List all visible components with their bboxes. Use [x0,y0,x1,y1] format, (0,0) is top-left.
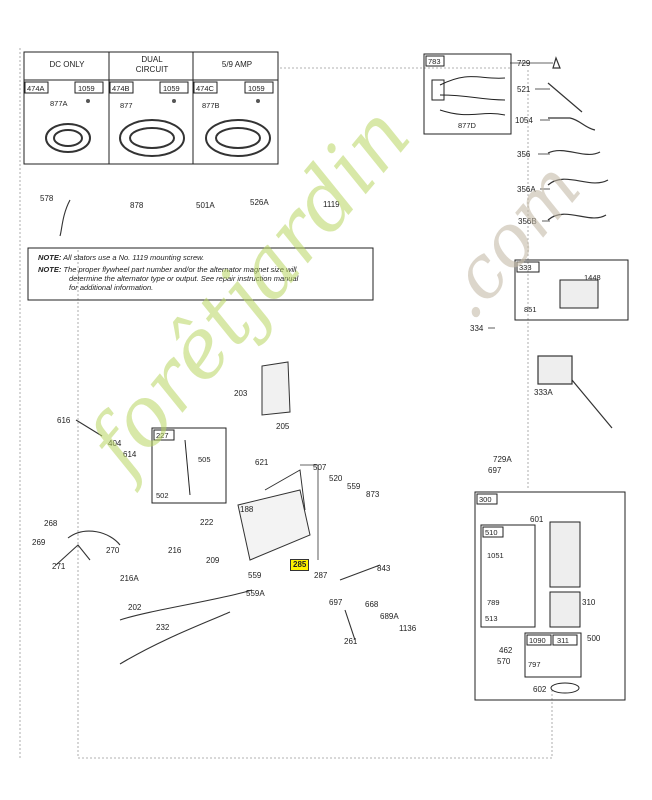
part-474a[interactable]: 474A [27,84,45,93]
note-2-line-1: The proper flywheel part number and/or t… [63,265,297,274]
part-label[interactable]: 333A [534,388,553,397]
box-333-label[interactable]: 333 [519,263,532,272]
highlighted-part-285[interactable]: 285 [290,559,310,571]
box-311-label[interactable]: 311 [557,636,569,645]
part-502[interactable]: 502 [156,491,169,500]
part-label[interactable]: 1119 [323,200,340,209]
part-label[interactable]: 203 [234,389,248,398]
part-label[interactable]: 500 [587,634,601,643]
box-1090-label[interactable]: 1090 [529,636,546,645]
part-label[interactable]: 559A [246,589,265,598]
part-474c[interactable]: 474C [196,84,214,93]
part-label[interactable]: 334 [470,324,484,333]
part-label[interactable]: 501A [196,201,215,210]
part-label[interactable]: 668 [365,600,379,609]
part-877[interactable]: 877 [120,101,133,110]
box-510-label[interactable]: 510 [485,528,498,537]
part-label[interactable]: 621 [255,458,269,467]
part-1448[interactable]: 1448 [584,273,601,282]
part-label[interactable]: 261 [344,637,358,646]
part-789[interactable]: 789 [487,598,500,607]
note-2: NOTE: The proper flywheel part number an… [38,265,298,292]
part-label[interactable]: 270 [106,546,120,555]
part-1059-b[interactable]: 1059 [163,84,180,93]
part-label[interactable]: 559 [347,482,361,491]
part-label[interactable]: 507 [313,463,327,472]
part-label[interactable]: 222 [200,518,214,527]
part-474b[interactable]: 474B [112,84,130,93]
part-877d[interactable]: 877D [458,121,476,130]
part-label[interactable]: 843 [377,564,391,573]
part-877a[interactable]: 877A [50,99,68,108]
part-label[interactable]: 559 [248,571,262,580]
part-label[interactable]: 462 [499,646,513,655]
part-label[interactable]: 356B [518,217,537,226]
part-label[interactable]: 287 [314,571,328,580]
part-label[interactable]: 232 [156,623,170,632]
part-label[interactable]: 873 [366,490,380,499]
part-797[interactable]: 797 [528,660,541,669]
part-label[interactable]: 697 [329,598,343,607]
part-1059-a[interactable]: 1059 [78,84,95,93]
col-header-dc-only: DC ONLY [49,60,85,69]
part-label[interactable]: 205 [276,422,290,431]
part-label[interactable]: 356 [517,150,531,159]
part-label[interactable]: 216 [168,546,182,555]
note-1: NOTE: All stators use a No. 1119 mountin… [38,253,204,262]
col-header-dual-circuit: DUAL CIRCUIT [135,55,169,74]
note-2-label: NOTE: [38,265,62,274]
note-2-line-2: determine the alternator type or output.… [69,274,299,283]
part-label[interactable]: 616 [57,416,71,425]
part-label[interactable]: 601 [530,515,544,524]
part-label[interactable]: 729 [517,59,531,68]
part-1059-c[interactable]: 1059 [248,84,265,93]
part-label[interactable]: 268 [44,519,58,528]
part-label[interactable]: 269 [32,538,46,547]
part-label[interactable]: 404 [108,439,122,448]
box-783-label[interactable]: 783 [428,57,441,66]
part-label[interactable]: 526A [250,198,269,207]
part-label[interactable]: 202 [128,603,142,612]
part-513[interactable]: 513 [485,614,498,623]
part-label[interactable]: 188 [240,505,254,514]
box-227-label[interactable]: 227 [156,431,169,440]
part-label[interactable]: 689A [380,612,399,621]
part-505[interactable]: 505 [198,455,211,464]
part-label[interactable]: 216A [120,574,139,583]
part-label[interactable]: 520 [329,474,343,483]
part-851[interactable]: 851 [524,305,537,314]
part-label[interactable]: 578 [40,194,54,203]
part-label[interactable]: 209 [206,556,220,565]
col-header-5-9-amp: 5/9 AMP [221,60,253,69]
part-label[interactable]: 521 [517,85,531,94]
part-1051[interactable]: 1051 [487,551,504,560]
part-label[interactable]: 614 [123,450,137,459]
part-label[interactable]: 878 [130,201,144,210]
part-label[interactable]: 1054 [515,116,533,125]
note-1-text: All stators use a No. 1119 mounting scre… [63,253,205,262]
part-label[interactable]: 310 [582,598,596,607]
part-877b[interactable]: 877B [202,101,220,110]
part-label[interactable]: 1136 [399,624,417,633]
part-label[interactable]: 602 [533,685,547,694]
part-label[interactable]: 356A [517,185,536,194]
note-2-line-3: for additional information. [69,283,154,292]
note-1-label: NOTE: [38,253,62,262]
part-label[interactable]: 271 [52,562,66,571]
part-label[interactable]: 570 [497,657,511,666]
box-300-label[interactable]: 300 [479,495,492,504]
part-label[interactable]: 697 [488,466,502,475]
part-label[interactable]: 729A [493,455,512,464]
